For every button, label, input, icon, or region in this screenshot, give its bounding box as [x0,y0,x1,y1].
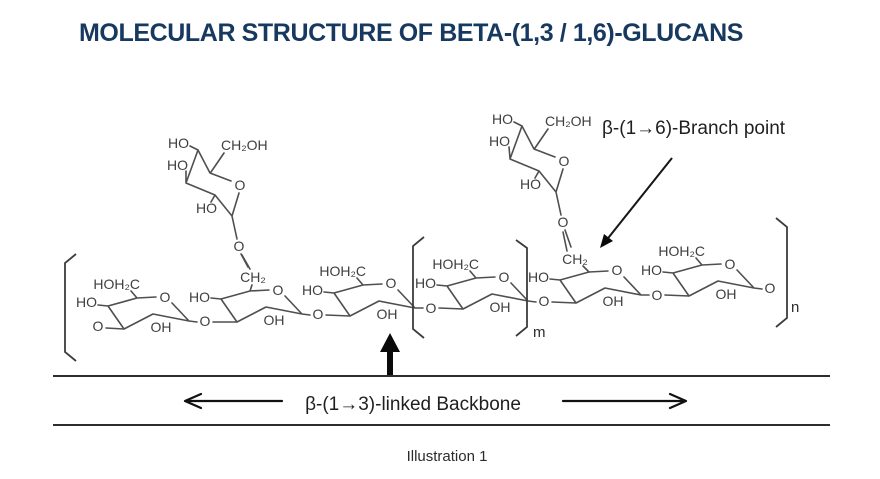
backbone-label: β-(1→3)-linked Backbone [305,394,521,415]
atom-label-ch2-ring5: CH₂ [562,251,588,267]
atom-label-ring-o-ring6: O [725,256,736,272]
atom-label-o-ring1-left: O [93,318,104,334]
atom-label-ho-ring3: HO [302,282,323,298]
atom-label-ring-o-branch-a: O [235,177,246,193]
atom-label-glycosidic-o-3: O [426,300,437,316]
atom-label-hoh2c-ring6: HOH₂C [658,243,705,259]
backbone-pointer-arrow-shaft [387,350,393,377]
illustration-caption: Illustration 1 [407,448,488,465]
atom-label-ho-branch-a-mid: HO [196,200,217,216]
atom-label-oh-ring5: OH [603,293,624,309]
atom-label-ring-o-branch-b: O [559,153,570,169]
atom-label-ho-branch-b-mid: HO [520,176,541,192]
atom-label-glycosidic-o-2: O [313,306,324,322]
atom-label-oh-ring2: OH [264,312,285,328]
backbone-ring-2-bonds [210,254,311,323]
outer-bracket-close-n [775,217,788,328]
branch-ring-a-bonds [185,145,249,268]
inner-bracket-close-m [515,239,528,337]
atom-label-glycosidic-o-branch-a: O [234,238,245,254]
page-title: MOLECULAR STRUCTURE OF BETA-(1,3 / 1,6)-… [79,19,744,47]
branch-point-arrow-head [600,234,613,248]
backbone-ring-5-bonds [549,231,650,304]
atom-label-hoh2c-ring1: HOH₂C [93,276,140,292]
atom-label-ch2oh-branch-a: CH₂OH [221,137,268,153]
outer-bracket-left [64,253,77,362]
atom-label-hoh2c-ring3: HOH₂C [319,263,366,279]
backbone-ring-3-bonds [323,277,424,317]
branch-ring-b-bonds [508,121,572,248]
atom-label-ho-branch-a-top: HO [168,135,189,151]
atom-label-oh-ring4: OH [490,299,511,315]
atom-label-ring-o-ring3: O [386,275,397,291]
atom-label-ring-o-ring4: O [499,269,510,285]
atom-label-glycosidic-o-1: O [200,313,211,329]
atom-label-ho-ring2: HO [189,289,210,305]
atom-label-glycosidic-o-5: O [652,287,663,303]
atom-label-ho-branch-b-top: HO [492,111,513,127]
branch-point-label: β-(1→6)-Branch point [602,118,786,139]
repeat-subscript-m: m [533,324,546,341]
repeat-subscript-n: n [791,299,799,316]
atom-label-ho-ring4: HO [415,275,436,291]
atom-label-ho-ring1: HO [76,294,97,310]
atom-label-hoh2c-ring4: HOH₂C [432,256,479,272]
atom-label-ring-o-ring1: O [160,289,171,305]
atom-label-ch2oh-branch-b: CH₂OH [545,113,592,129]
atom-label-ho-ring5: HO [528,269,549,285]
atom-label-ho-branch-b-left: HO [489,133,510,149]
atom-label-glycosidic-o-branch-b: O [558,214,569,230]
backbone-right-arrow [561,392,688,410]
atom-label-oh-ring6: OH [716,286,737,302]
atom-label-ch2-ring2: CH₂ [240,269,266,285]
backbone-ring-4-bonds [436,270,537,310]
atom-label-oh-ring1: OH [151,319,172,335]
atom-label-ring-o-ring2: O [273,282,284,298]
backbone-ring-1-bonds [97,290,198,330]
backbone-pointer-arrow-head [380,333,400,352]
atom-label-ho-ring6: HO [641,262,662,278]
atom-label-ring-o-ring5: O [612,262,623,278]
atom-label-glycosidic-o-4: O [539,293,550,309]
backbone-ring-6-bonds [662,257,763,297]
backbone-left-arrow [183,392,284,410]
atom-label-oh-ring3: OH [377,306,398,322]
inner-bracket-open-m [412,236,425,339]
atom-label-terminal-o: O [765,280,776,296]
branch-point-arrow-line [604,157,673,243]
atom-label-ho-branch-a-left: HO [167,157,188,173]
